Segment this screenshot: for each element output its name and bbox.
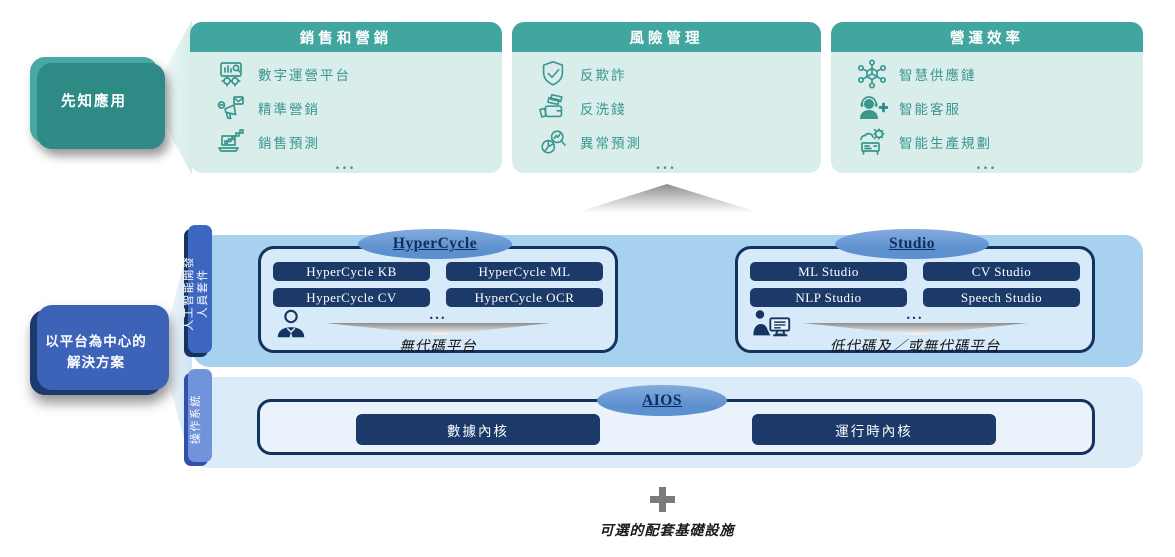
app-item: 數字運營平台 <box>190 57 502 91</box>
panel-header-sales-marketing: 銷售和營銷 <box>190 22 502 52</box>
app-item-label: 銷售預測 <box>258 136 320 151</box>
hypercycle-button-grid: HyperCycle KB HyperCycle ML HyperCycle C… <box>273 262 603 307</box>
more-dots: ... <box>335 156 357 173</box>
customer-service-icon <box>853 92 891 124</box>
developer-kit-tab: 人工智能開發 人員套件 <box>182 229 211 357</box>
studio-label: Studio <box>888 235 936 252</box>
panel-operational-efficiency: 營運效率 智慧供應鏈 <box>831 22 1143 173</box>
panel-title: 銷售和營銷 <box>299 30 393 47</box>
top-to-platform-arrow <box>578 184 757 212</box>
app-item: 反欺詐 <box>512 57 821 91</box>
os-tab-label: 操作系統 <box>189 394 203 444</box>
hypercycle-label: HyperCycle <box>392 235 478 252</box>
app-item: 智慧供應鏈 <box>831 57 1143 91</box>
sage-applications-box: 先知應用 <box>30 57 158 143</box>
more-dots: ... <box>906 307 924 323</box>
app-item-label: 異常預測 <box>580 136 642 151</box>
os-tab: 操作系統 <box>184 373 208 466</box>
plus-icon <box>650 487 675 512</box>
studio-group-box: ML Studio CV Studio NLP Studio Speech St… <box>735 246 1095 355</box>
aios-label: AIOS <box>642 391 682 409</box>
app-item: 反洗錢 <box>512 91 821 125</box>
sage-applications-label: 先知應用 <box>61 93 127 110</box>
platform-solutions-box: 以平台為中心的 解決方案 <box>30 310 162 395</box>
sales-forecast-icon <box>212 126 250 158</box>
digital-ops-icon <box>212 58 250 90</box>
panel-title: 風險管理 <box>629 30 704 47</box>
hypercycle-cv-button: HyperCycle CV <box>273 288 430 307</box>
panel-sales-marketing: 銷售和營銷 數字運營平台 <box>190 22 502 173</box>
app-item-label: 智能客服 <box>899 102 961 117</box>
studio-ellipse: Studio <box>835 229 989 259</box>
nlp-studio-button: NLP Studio <box>750 288 907 307</box>
app-item: 銷售預測 <box>190 125 502 159</box>
panel-body: 智慧供應鏈 智能客服 <box>831 52 1143 173</box>
app-item-label: 智慧供應鏈 <box>899 68 977 83</box>
platform-solutions-line2: 解決方案 <box>67 354 125 370</box>
app-item: 異常預測 <box>512 125 821 159</box>
panel-header-risk-management: 風險管理 <box>512 22 821 52</box>
app-item: 精準營銷 <box>190 91 502 125</box>
developer-kit-tab-label: 人工智能開發 人員套件 <box>182 256 211 331</box>
panel-risk-management: 風險管理 反欺詐 <box>512 22 821 173</box>
developer-kit-tab-line2: 人員套件 <box>197 268 209 318</box>
hypercycle-ml-button: HyperCycle ML <box>446 262 603 281</box>
hypercycle-ocr-button: HyperCycle OCR <box>446 288 603 307</box>
more-dots: ... <box>976 156 998 173</box>
production-planning-icon <box>853 126 891 158</box>
panel-title: 營運效率 <box>950 30 1024 47</box>
app-item-label: 數字運營平台 <box>258 68 351 83</box>
studio-button-grid: ML Studio CV Studio NLP Studio Speech St… <box>750 262 1080 307</box>
app-item: 智能客服 <box>831 91 1143 125</box>
anti-fraud-icon <box>534 58 572 90</box>
app-item-label: 智能生產規劃 <box>899 136 992 151</box>
anti-money-laundering-icon <box>534 92 572 124</box>
no-code-caption: 無代碼平台 <box>399 339 477 355</box>
optional-infrastructure-caption: 可選的配套基礎設施 <box>599 524 735 539</box>
hypercycle-ellipse: HyperCycle <box>358 229 512 259</box>
hypercycle-group-box: HyperCycle KB HyperCycle ML HyperCycle C… <box>258 246 618 355</box>
data-kernel-button: 數據內核 <box>356 414 600 445</box>
app-item: 智能生產規劃 <box>831 125 1143 159</box>
supply-chain-icon <box>853 58 891 90</box>
platform-solutions-label: 以平台為中心的 解決方案 <box>45 332 147 374</box>
os-tab-line: 操作系統 <box>189 394 202 445</box>
low-code-arrow <box>802 323 1028 335</box>
app-item-label: 反欺詐 <box>580 68 627 83</box>
speech-studio-button: Speech Studio <box>923 288 1080 307</box>
app-item-label: 反洗錢 <box>580 102 627 117</box>
low-code-caption: 低代碼及／或無代碼平台 <box>829 339 1001 355</box>
ml-studio-button: ML Studio <box>750 262 907 281</box>
aios-ellipse: AIOS <box>597 385 727 416</box>
business-user-icon <box>274 307 308 346</box>
cv-studio-button: CV Studio <box>923 262 1080 281</box>
anomaly-prediction-icon <box>534 126 572 158</box>
more-dots: ... <box>429 307 447 323</box>
platform-solutions-line1: 以平台為中心的 <box>45 333 147 349</box>
panel-body: 數字運營平台 精準營銷 <box>190 52 502 173</box>
app-item-label: 精準營銷 <box>258 102 320 117</box>
runtime-kernel-button: 運行時內核 <box>752 414 996 445</box>
precision-marketing-icon <box>212 92 250 124</box>
more-dots: ... <box>656 156 677 173</box>
developer-kit-tab-line1: 人工智能開發 <box>182 255 195 331</box>
panel-body: 反欺詐 反洗錢 <box>512 52 821 173</box>
hypercycle-kb-button: HyperCycle KB <box>273 262 430 281</box>
no-code-arrow <box>325 323 551 335</box>
panel-header-operational-efficiency: 營運效率 <box>831 22 1143 52</box>
developer-user-icon <box>751 307 801 346</box>
